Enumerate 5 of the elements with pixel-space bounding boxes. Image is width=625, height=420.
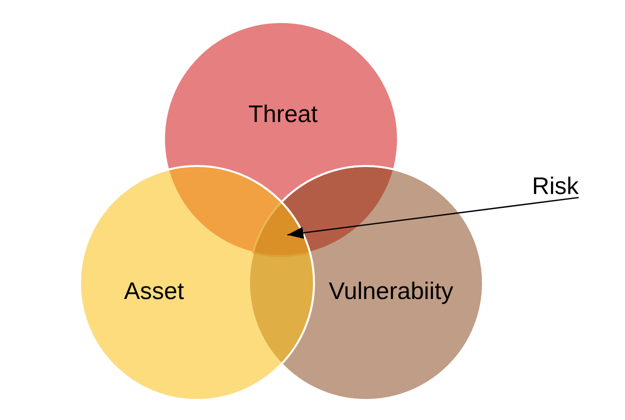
callout-label: Risk (532, 177, 579, 197)
leader-arrow (287, 196, 579, 239)
venn-label: Threat (248, 105, 318, 125)
venn-label: Asset (124, 282, 184, 302)
venn-label: Vulnerabiity (328, 282, 454, 302)
